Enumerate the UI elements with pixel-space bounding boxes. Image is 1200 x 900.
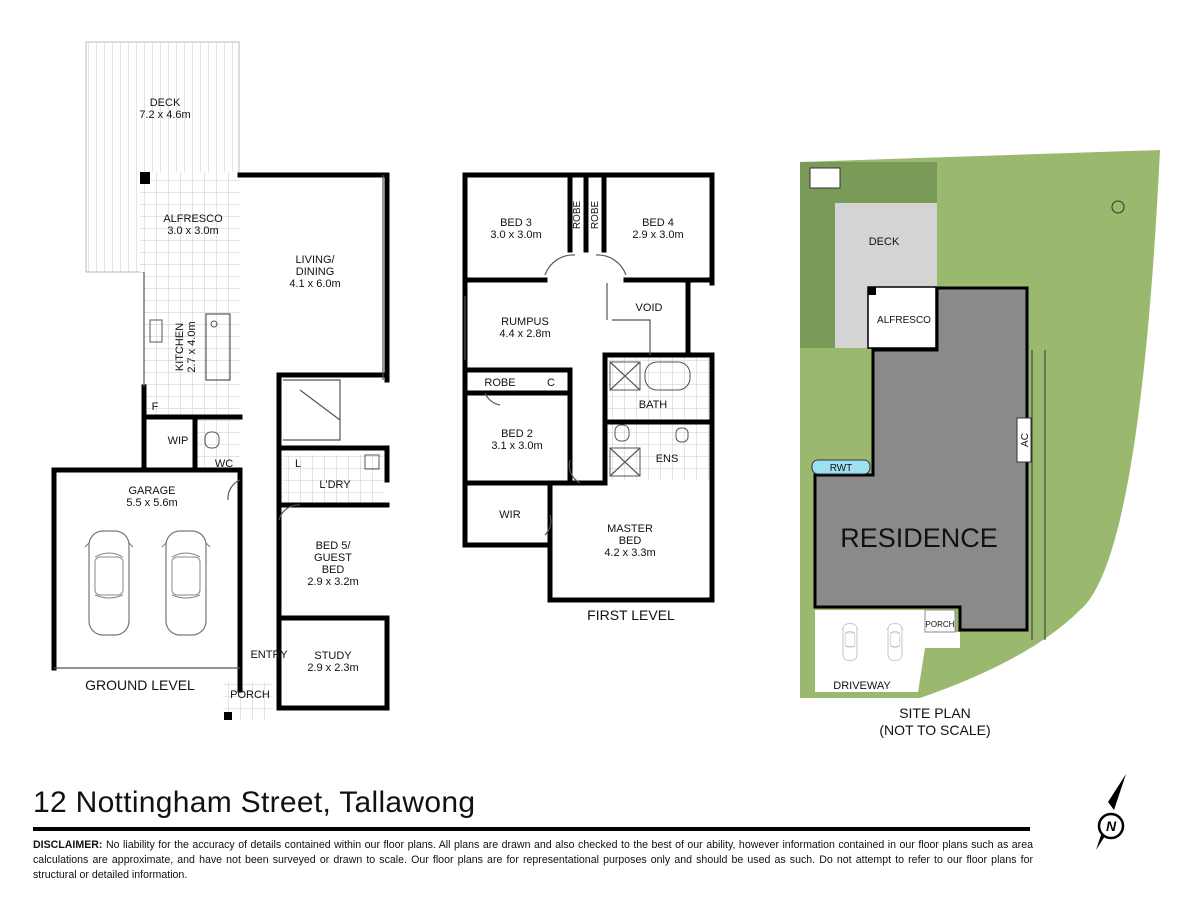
ens-tiles xyxy=(605,425,710,480)
hall-tiles xyxy=(144,387,240,417)
porch-label: PORCH xyxy=(230,689,270,701)
robe-c-label: ROBE xyxy=(484,377,515,389)
site-car-left xyxy=(841,623,859,661)
garage-car-right xyxy=(161,530,211,636)
kitchen-size: 2.7 x 4.0m xyxy=(186,321,198,372)
bed4-size: 2.9 x 3.0m xyxy=(632,229,683,241)
rumpus-label: RUMPUS xyxy=(501,316,549,328)
laundry-tiles xyxy=(283,455,383,505)
bed3-size: 3.0 x 3.0m xyxy=(490,229,541,241)
ground-level-plan: DECK 7.2 x 4.6m ALFRESCO 3.0 x 3.0m LIVI… xyxy=(51,41,390,720)
ens-label: ENS xyxy=(656,453,679,465)
site-porch xyxy=(924,609,956,633)
residence-roof xyxy=(813,286,1029,632)
compass-letter: N xyxy=(1106,818,1117,834)
wc-label: WC xyxy=(215,458,233,470)
alfresco-size: 3.0 x 3.0m xyxy=(167,225,218,237)
fridge-label: F xyxy=(152,401,159,413)
site-alfresco-label: ALFRESCO xyxy=(877,315,931,326)
study-label: STUDY xyxy=(314,650,352,662)
bed2-size: 3.1 x 3.0m xyxy=(491,440,542,452)
void-label: VOID xyxy=(636,302,663,314)
garage-car-left xyxy=(84,530,134,636)
wir-label: WIR xyxy=(499,509,520,521)
bed5-size: 2.9 x 3.2m xyxy=(307,576,358,588)
alfresco-tiles xyxy=(140,172,240,272)
study-size: 2.9 x 2.3m xyxy=(307,662,358,674)
wip-label: WIP xyxy=(168,435,189,447)
first-level-title: FIRST LEVEL xyxy=(587,607,675,623)
divider xyxy=(33,827,1030,831)
kitchen-tiles xyxy=(144,272,240,387)
site-plan-title: SITE PLAN xyxy=(899,705,971,721)
ac-label: AC xyxy=(1020,433,1031,447)
rwt-label: RWT xyxy=(830,463,853,474)
rwt-tank xyxy=(811,459,871,475)
bed4-label: BED 4 xyxy=(642,217,674,229)
deck-size: 7.2 x 4.6m xyxy=(139,109,190,121)
ground-level-title: GROUND LEVEL xyxy=(85,677,195,693)
grate xyxy=(809,167,841,189)
linen-label: C xyxy=(547,377,555,389)
site-plan-subtitle: (NOT TO SCALE) xyxy=(879,722,990,738)
robe-b-label: ROBE xyxy=(590,201,601,230)
garage-label: GARAGE xyxy=(128,485,175,497)
site-deck-label: DECK xyxy=(869,236,900,248)
living-label: LIVING/ xyxy=(295,254,335,266)
first-level-plan: BED 3 3.0 x 3.0m ROBE ROBE BED 4 2.9 x 3… xyxy=(462,172,715,623)
bed5-label: BED 5/ xyxy=(316,540,352,552)
master-label-2: BED xyxy=(619,535,642,547)
garage-size: 5.5 x 5.6m xyxy=(126,497,177,509)
bath-label: BATH xyxy=(639,399,668,411)
site-plan: DECK ALFRESCO RESIDENCE RWT AC PORCH DRI… xyxy=(800,150,1160,738)
property-address: 12 Nottingham Street, Tallawong xyxy=(33,786,476,819)
disclaimer-label: DISCLAIMER: xyxy=(33,839,103,851)
ac-unit xyxy=(1016,417,1032,463)
residence-label: RESIDENCE xyxy=(840,523,998,553)
entry-label: ENTRY xyxy=(250,649,288,661)
living-size: 4.1 x 6.0m xyxy=(289,278,340,290)
master-label: MASTER xyxy=(607,523,653,535)
master-size: 4.2 x 3.3m xyxy=(604,547,655,559)
alfresco-label: ALFRESCO xyxy=(163,213,223,225)
site-alfresco xyxy=(867,286,937,349)
bed5-label-2: GUEST xyxy=(314,552,352,564)
bed3-label: BED 3 xyxy=(500,217,532,229)
rumpus-size: 4.4 x 2.8m xyxy=(499,328,550,340)
north-arrow-icon: N xyxy=(1096,774,1126,850)
disclaimer-text: No liability for the accuracy of details… xyxy=(33,839,1033,881)
bed2-label: BED 2 xyxy=(501,428,533,440)
laundry-label: L'DRY xyxy=(319,479,351,491)
bed5-label-3: BED xyxy=(322,564,345,576)
living-label-2: DINING xyxy=(296,266,335,278)
site-car-right xyxy=(886,623,904,661)
deck-label: DECK xyxy=(150,97,181,109)
laundry-l-label: L xyxy=(295,458,301,470)
kitchen-label: KITCHEN xyxy=(174,323,186,371)
robe-a-label: ROBE xyxy=(572,201,583,230)
site-porch-label: PORCH xyxy=(926,620,955,629)
disclaimer: DISCLAIMER: No liability for the accurac… xyxy=(33,838,1033,883)
driveway-label: DRIVEWAY xyxy=(833,680,891,692)
wc-tiles xyxy=(195,420,240,470)
